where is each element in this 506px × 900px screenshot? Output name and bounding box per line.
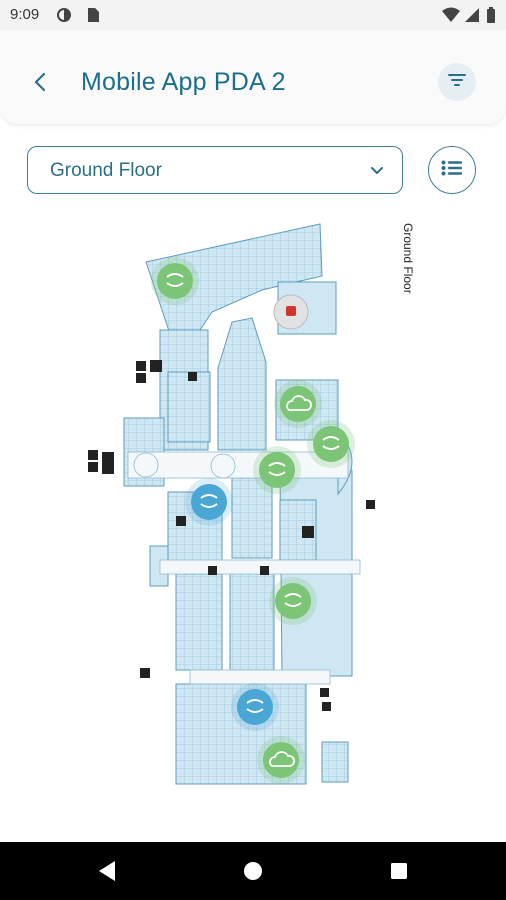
- poi-markers: [88, 360, 375, 711]
- floor-plan-svg[interactable]: Ground Floor: [0, 205, 506, 835]
- cloud-sensor-icon[interactable]: [274, 380, 322, 428]
- sim-card-icon: [86, 7, 100, 28]
- wind-sensor-icon[interactable]: [151, 257, 199, 305]
- list-view-button[interactable]: [428, 146, 476, 194]
- cellular-signal-icon: [464, 7, 480, 28]
- blue-sensor-markers[interactable]: [185, 478, 279, 731]
- app-notification-icon: [56, 7, 72, 28]
- floor-map[interactable]: Ground Floor: [0, 205, 506, 835]
- store-blocks: [123, 223, 353, 785]
- sensor-markers[interactable]: [151, 257, 355, 784]
- back-button[interactable]: [22, 66, 58, 102]
- floor-dropdown-value: Ground Floor: [50, 160, 162, 181]
- status-time: 9:09: [10, 6, 40, 23]
- cloud-sensor-icon[interactable]: [257, 736, 305, 784]
- home-circle-icon[interactable]: [238, 856, 268, 886]
- wind-sensor-icon[interactable]: [307, 420, 355, 468]
- anchor-store-marker[interactable]: [273, 294, 309, 330]
- page-title: Mobile App PDA 2: [81, 68, 286, 96]
- wind-sensor-icon[interactable]: [185, 478, 233, 526]
- chevron-left-icon: [33, 72, 47, 97]
- wifi-icon: [442, 7, 460, 28]
- floor-dropdown[interactable]: Ground Floor: [27, 146, 403, 194]
- wind-sensor-icon[interactable]: [269, 577, 317, 625]
- chevron-down-icon: [370, 163, 384, 181]
- recents-square-icon[interactable]: [384, 856, 414, 886]
- status-bar: 9:09: [0, 0, 506, 30]
- list-icon: [441, 160, 463, 181]
- back-triangle-icon[interactable]: [92, 856, 122, 886]
- battery-icon: [486, 7, 496, 28]
- system-nav-bar: [0, 842, 506, 900]
- wind-sensor-icon[interactable]: [231, 683, 279, 731]
- filter-icon: [448, 73, 466, 92]
- filter-button[interactable]: [438, 63, 476, 101]
- app-bar: Mobile App PDA 2: [0, 30, 506, 124]
- map-floor-label: Ground Floor: [401, 223, 415, 294]
- wind-sensor-icon[interactable]: [253, 446, 301, 494]
